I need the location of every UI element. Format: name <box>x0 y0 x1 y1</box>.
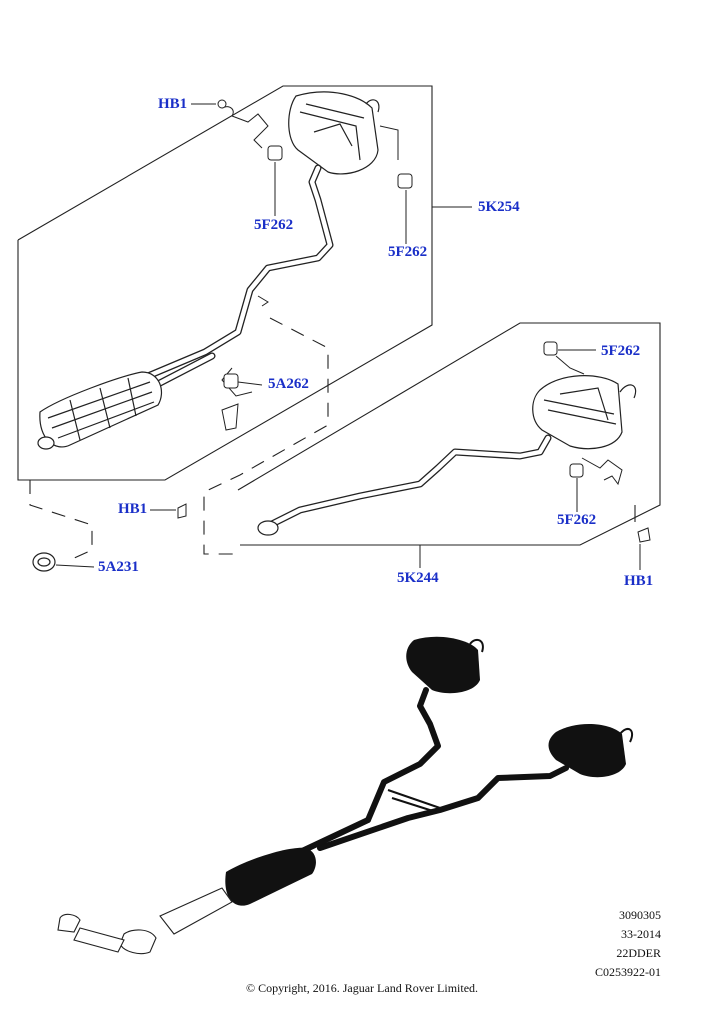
hanger-brackets-upper <box>221 106 413 431</box>
leader-lines <box>55 103 641 570</box>
dashed-outline-left <box>29 317 329 561</box>
hanger-brackets-rear <box>543 341 623 486</box>
upper-pipe <box>144 164 334 380</box>
copyright-footer: © Copyright, 2016. Jaguar Land Rover Lim… <box>245 981 479 995</box>
callout-5k244: 5K244 <box>397 570 439 586</box>
reference-line-3: 22DDER <box>616 946 661 960</box>
callout-5f262-upper-right: 5F262 <box>388 244 428 260</box>
callout-5a231: 5A231 <box>98 559 139 575</box>
box-5k254 <box>17 85 433 481</box>
fastener-hb1-right <box>637 527 651 543</box>
box-5k244 <box>237 322 661 546</box>
upper-pipe-inner <box>145 165 333 379</box>
rear-right-muffler <box>532 375 637 450</box>
fastener-hb1-mid <box>177 503 187 519</box>
callout-hb1-right: HB1 <box>624 573 654 589</box>
reference-block: 3090305 33-2014 22DDER C0253922-01 <box>595 906 661 982</box>
reference-line-4: C0253922-01 <box>595 965 661 979</box>
callout-hb1-mid: HB1 <box>118 501 148 517</box>
reference-line-1: 3090305 <box>619 908 661 922</box>
callout-hb1-top: HB1 <box>158 96 188 112</box>
rear-pipe-clamp <box>257 520 279 536</box>
callout-5a262: 5A262 <box>268 376 309 392</box>
fastener-hb1-top <box>217 99 227 109</box>
callout-5f262-right-top: 5F262 <box>601 343 641 359</box>
rear-pipe <box>264 434 552 530</box>
centre-muffler <box>37 371 163 450</box>
clamp-5a231 <box>32 552 56 572</box>
silhouette-exhaust-assembly <box>57 636 634 955</box>
callout-5k254: 5K254 <box>478 199 520 215</box>
callout-5f262-right-bottom: 5F262 <box>557 512 597 528</box>
upper-rear-muffler <box>288 91 380 175</box>
reference-line-2: 33-2014 <box>621 927 661 941</box>
callout-5f262-upper-left: 5F262 <box>254 217 294 233</box>
